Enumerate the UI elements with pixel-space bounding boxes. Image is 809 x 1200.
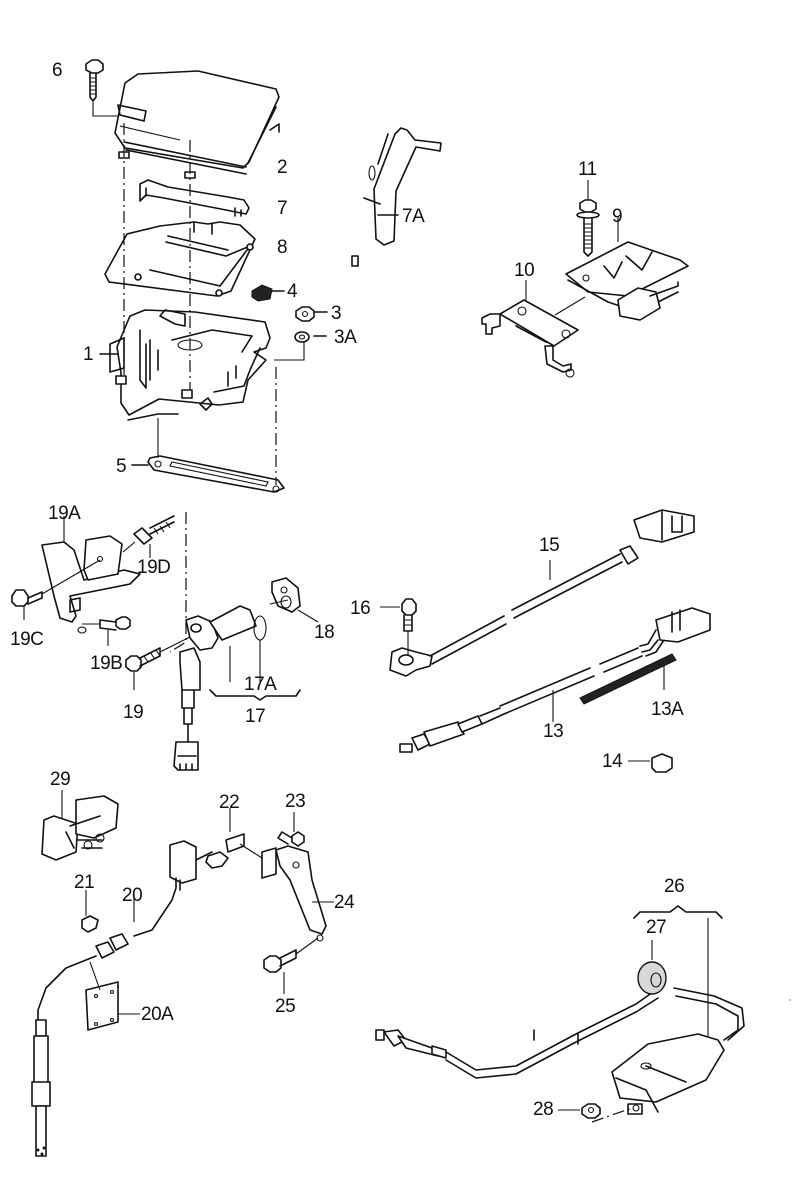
callout-13a[interactable]: 13A — [651, 699, 684, 720]
callout-16[interactable]: 16 — [350, 598, 371, 619]
part-19c-bolt[interactable] — [11, 559, 101, 620]
part-18-gasket[interactable] — [269, 577, 319, 623]
callout-24[interactable]: 24 — [334, 892, 355, 913]
part-17-bracket-line — [209, 689, 301, 701]
part-7-retainer[interactable] — [139, 179, 250, 217]
part-19d-stud[interactable] — [122, 515, 175, 558]
callout-28[interactable]: 28 — [533, 1099, 554, 1120]
part-4-buffer[interactable] — [251, 284, 285, 302]
part-20a-heat-shield[interactable] — [85, 961, 140, 1031]
callout-5[interactable]: 5 — [116, 456, 127, 477]
part-25-bolt[interactable] — [263, 937, 319, 994]
callout-13[interactable]: 13 — [543, 721, 564, 742]
callout-19c[interactable]: 19C — [10, 629, 44, 650]
callout-15[interactable]: 15 — [539, 535, 560, 556]
callout-26[interactable]: 26 — [664, 876, 685, 897]
callout-10[interactable]: 10 — [514, 260, 535, 281]
part-22-holder[interactable] — [205, 808, 263, 869]
part-23-bolt[interactable] — [277, 812, 305, 847]
callout-3[interactable]: 3 — [331, 303, 342, 324]
part-29-pressure-sensor[interactable] — [41, 790, 119, 861]
callout-8[interactable]: 8 — [277, 237, 288, 258]
part-20-temperature-sender[interactable] — [31, 840, 213, 1157]
part-3a-washer[interactable] — [274, 331, 327, 361]
callout-11[interactable]: 11 — [578, 159, 597, 180]
part-9-module[interactable] — [565, 216, 689, 321]
part-24-bracket[interactable] — [261, 845, 334, 942]
part-1-ecu-housing[interactable] — [99, 309, 271, 421]
callout-23[interactable]: 23 — [285, 791, 306, 812]
part-27-grommet[interactable] — [637, 940, 667, 995]
callout-19a[interactable]: 19A — [48, 503, 81, 524]
callout-20[interactable]: 20 — [122, 885, 143, 906]
callout-7[interactable]: 7 — [277, 198, 288, 219]
callout-29[interactable]: 29 — [50, 769, 71, 790]
callout-19b[interactable]: 19B — [90, 653, 123, 674]
callout-27[interactable]: 27 — [646, 917, 667, 938]
callout-22[interactable]: 22 — [219, 792, 240, 813]
part-19-bolt[interactable] — [125, 512, 201, 690]
callout-3a[interactable]: 3A — [334, 327, 357, 348]
part-10-bracket[interactable] — [481, 280, 586, 378]
scan-speck — [789, 999, 791, 1001]
callout-18[interactable]: 18 — [314, 622, 335, 643]
part-28-nut[interactable] — [558, 1103, 633, 1123]
part-2-ecu-cover[interactable] — [114, 70, 280, 179]
callout-17[interactable]: 17 — [245, 706, 266, 727]
callout-19[interactable]: 19 — [123, 702, 144, 723]
callout-9[interactable]: 9 — [612, 206, 623, 227]
part-11-bolt[interactable] — [576, 180, 600, 257]
part-21-clip[interactable] — [81, 890, 99, 933]
callout-7a[interactable]: 7A — [402, 206, 425, 227]
callout-6[interactable]: 6 — [52, 60, 63, 81]
callout-25[interactable]: 25 — [275, 996, 296, 1017]
part-14-clip[interactable] — [628, 753, 673, 773]
part-3-nut[interactable] — [295, 306, 328, 322]
part-15-knock-sensor[interactable] — [389, 509, 695, 677]
callout-1[interactable]: 1 — [83, 344, 94, 365]
part-13a-sleeve[interactable] — [579, 653, 677, 705]
callout-2[interactable]: 2 — [277, 157, 288, 178]
callout-19d[interactable]: 19D — [137, 557, 171, 578]
part-5-gasket[interactable] — [131, 418, 285, 493]
part-17a-o-ring[interactable] — [253, 615, 267, 682]
callout-14[interactable]: 14 — [602, 751, 623, 772]
part-16-bolt[interactable] — [380, 598, 417, 655]
callout-17a[interactable]: 17A — [244, 674, 277, 695]
callout-20a[interactable]: 20A — [141, 1004, 174, 1025]
assembly-lines-ecu — [119, 123, 277, 485]
part-6-bolt[interactable] — [85, 59, 120, 117]
part-13-lambda-probe[interactable] — [399, 607, 711, 753]
part-8-control-unit[interactable] — [104, 221, 256, 297]
callout-4[interactable]: 4 — [287, 281, 298, 302]
part-7a-bracket[interactable] — [351, 127, 442, 267]
callout-21[interactable]: 21 — [74, 872, 95, 893]
part-19a-bracket[interactable] — [41, 516, 141, 634]
part-19b-bolt[interactable] — [82, 616, 131, 646]
part-26-lambda-sensor-kit[interactable] — [375, 905, 745, 1115]
part-17-speed-sensor[interactable] — [173, 605, 257, 771]
